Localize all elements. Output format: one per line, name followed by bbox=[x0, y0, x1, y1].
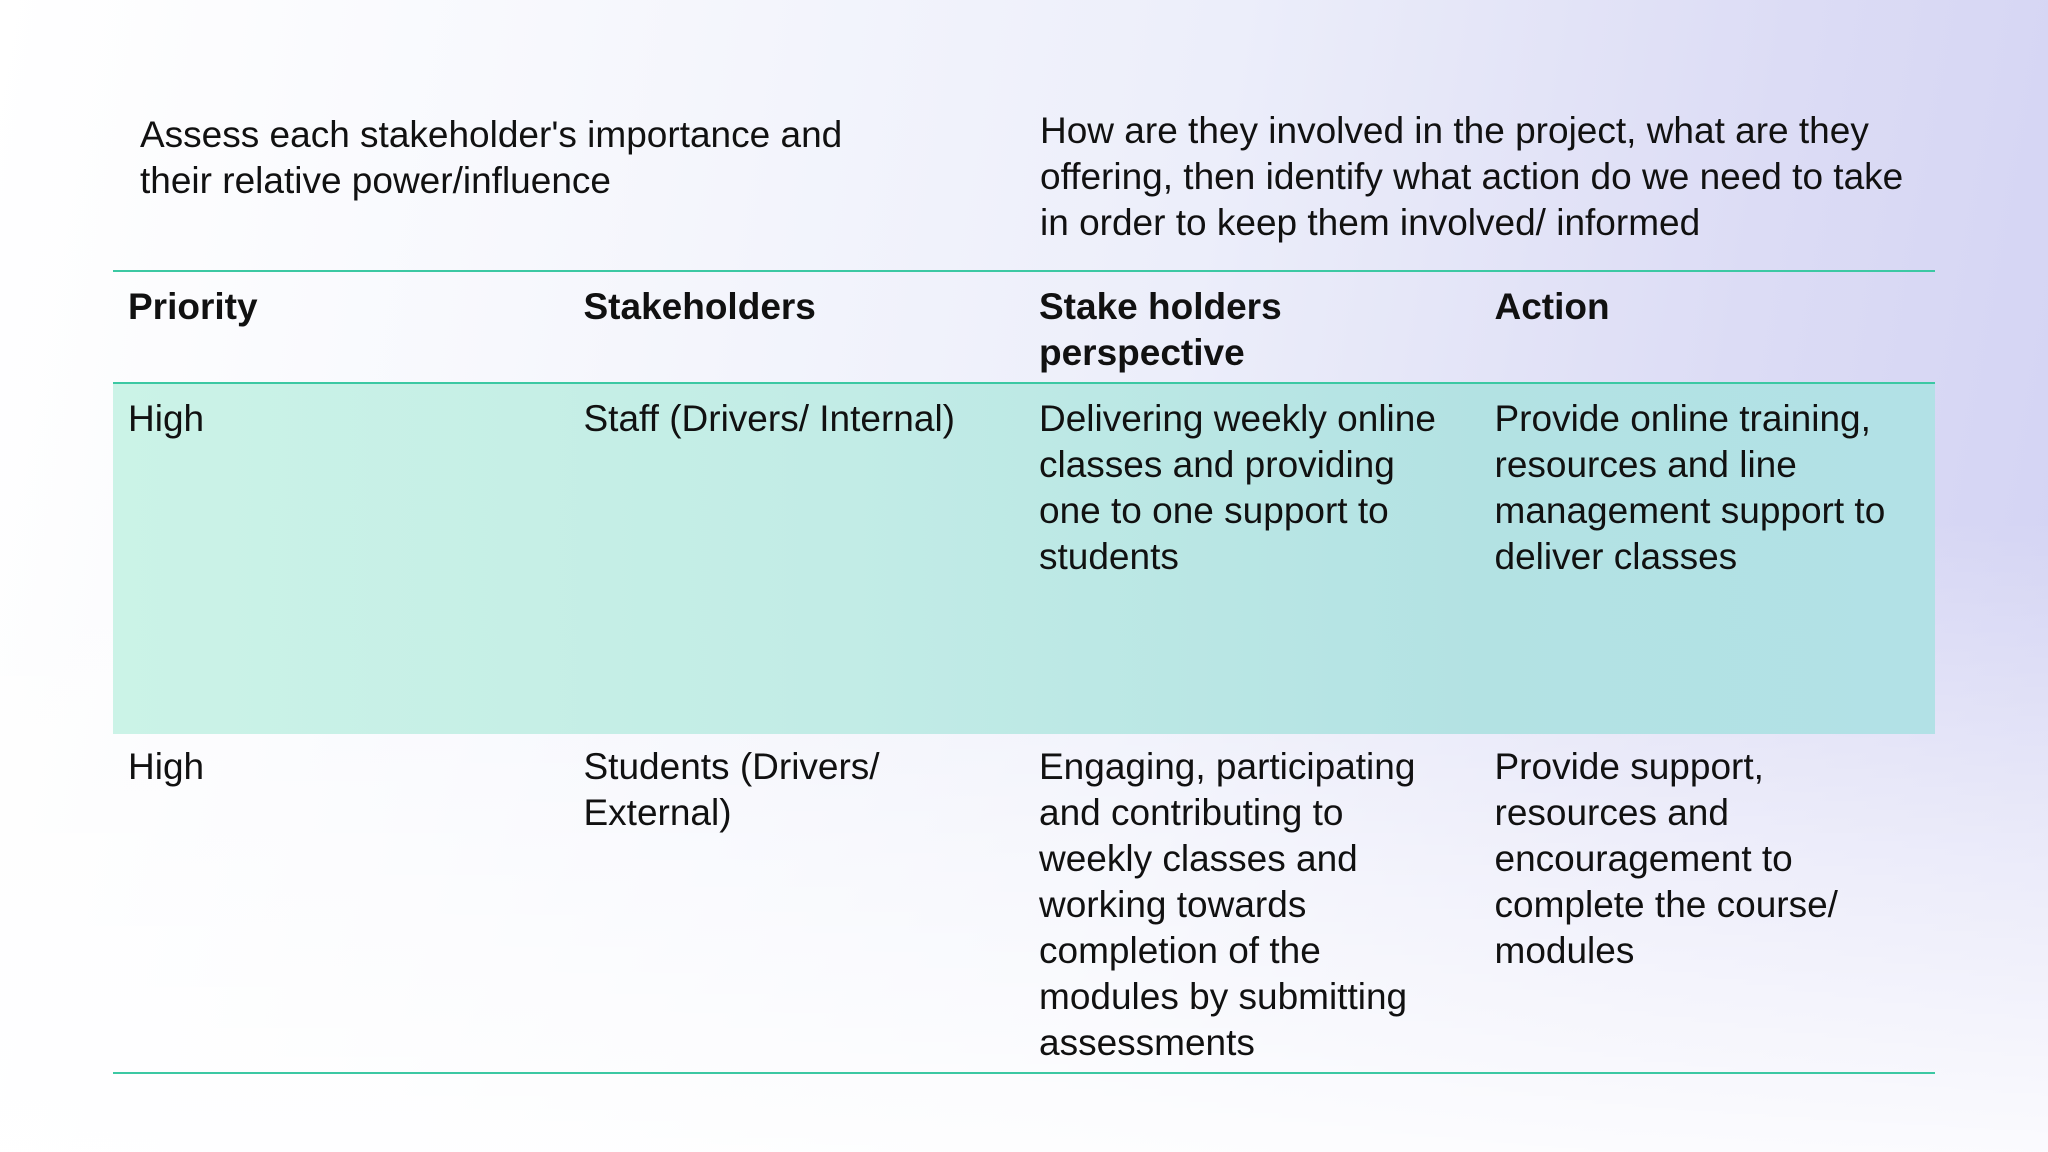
cell-priority: High bbox=[128, 398, 205, 439]
cell-action: Provide online training, resources and l… bbox=[1494, 398, 1886, 577]
table-header-rule bbox=[113, 382, 1935, 384]
cell-priority: High bbox=[128, 746, 205, 787]
table-row: High Staff (Drivers/ Internal) Deliverin… bbox=[113, 384, 1935, 734]
header-perspective: Stake holders perspective bbox=[1039, 286, 1282, 373]
table-bottom-rule bbox=[113, 1072, 1935, 1074]
cell-stakeholder: Staff (Drivers/ Internal) bbox=[583, 398, 955, 439]
table-row: High Students (Drivers/ External) Engagi… bbox=[113, 734, 1935, 1072]
intro-involvement-text: How are they involved in the project, wh… bbox=[1040, 110, 1904, 243]
cell-perspective: Engaging, participating and contributing… bbox=[1039, 746, 1416, 1063]
header-stakeholders: Stakeholders bbox=[583, 286, 816, 327]
header-action: Action bbox=[1494, 286, 1610, 327]
table-top-rule bbox=[113, 270, 1935, 272]
stakeholder-table: Priority Stakeholders Stake holders pers… bbox=[113, 270, 1935, 1074]
table-header-row: Priority Stakeholders Stake holders pers… bbox=[113, 272, 1935, 382]
cell-stakeholder: Students (Drivers/ External) bbox=[583, 746, 880, 833]
intro-importance-text: Assess each stakeholder's importance and… bbox=[140, 114, 843, 201]
cell-action: Provide support, resources and encourage… bbox=[1494, 746, 1838, 971]
cell-perspective: Delivering weekly online classes and pro… bbox=[1039, 398, 1436, 577]
header-priority: Priority bbox=[128, 286, 258, 327]
